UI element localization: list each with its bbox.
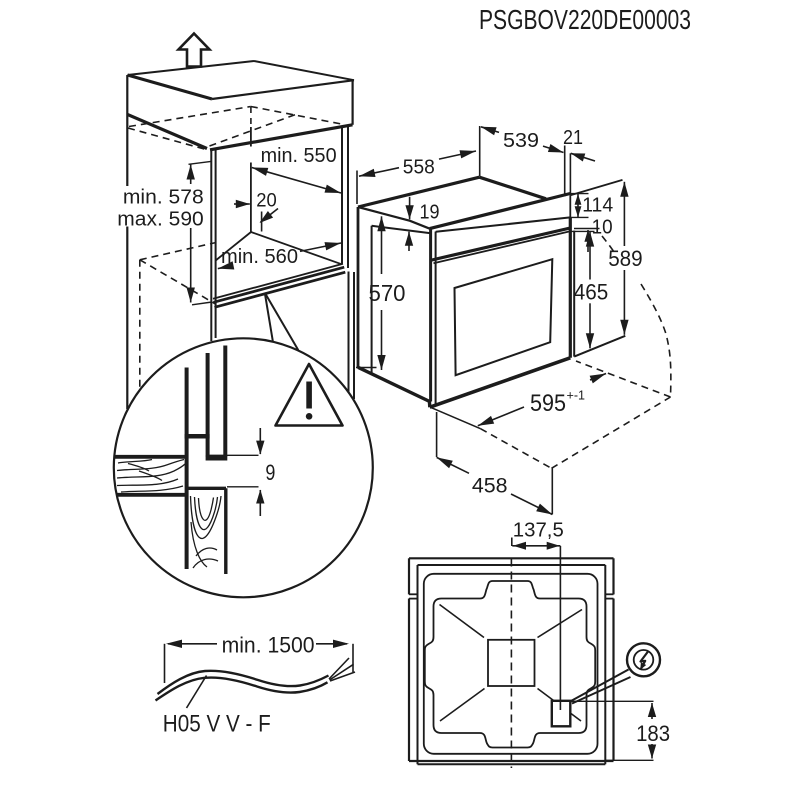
- svg-text:9: 9: [265, 460, 275, 485]
- svg-text:H05 V V - F: H05 V V - F: [163, 710, 271, 737]
- svg-text:589: 589: [608, 246, 643, 271]
- svg-text:max. 590: max. 590: [117, 209, 203, 231]
- svg-text:min. 578: min. 578: [123, 186, 204, 208]
- svg-text:539: 539: [503, 129, 539, 152]
- svg-text:10: 10: [592, 216, 613, 239]
- svg-text:min. 560: min. 560: [221, 246, 298, 268]
- svg-text:458: 458: [472, 475, 508, 498]
- svg-text:19: 19: [420, 202, 440, 224]
- svg-text:min. 1500: min. 1500: [222, 632, 315, 657]
- svg-text:PSGBOV220DE00003: PSGBOV220DE00003: [479, 4, 691, 35]
- svg-text:595: 595: [530, 390, 566, 417]
- svg-text:min. 550: min. 550: [261, 145, 337, 167]
- svg-text:183: 183: [636, 721, 670, 746]
- svg-text:+-1: +-1: [567, 388, 586, 403]
- svg-text:558: 558: [403, 157, 435, 179]
- svg-text:137,5: 137,5: [513, 520, 564, 542]
- svg-text:20: 20: [256, 189, 277, 211]
- svg-text:114: 114: [582, 195, 613, 217]
- svg-text:570: 570: [369, 280, 406, 306]
- svg-text:465: 465: [574, 280, 609, 305]
- svg-text:21: 21: [563, 126, 583, 149]
